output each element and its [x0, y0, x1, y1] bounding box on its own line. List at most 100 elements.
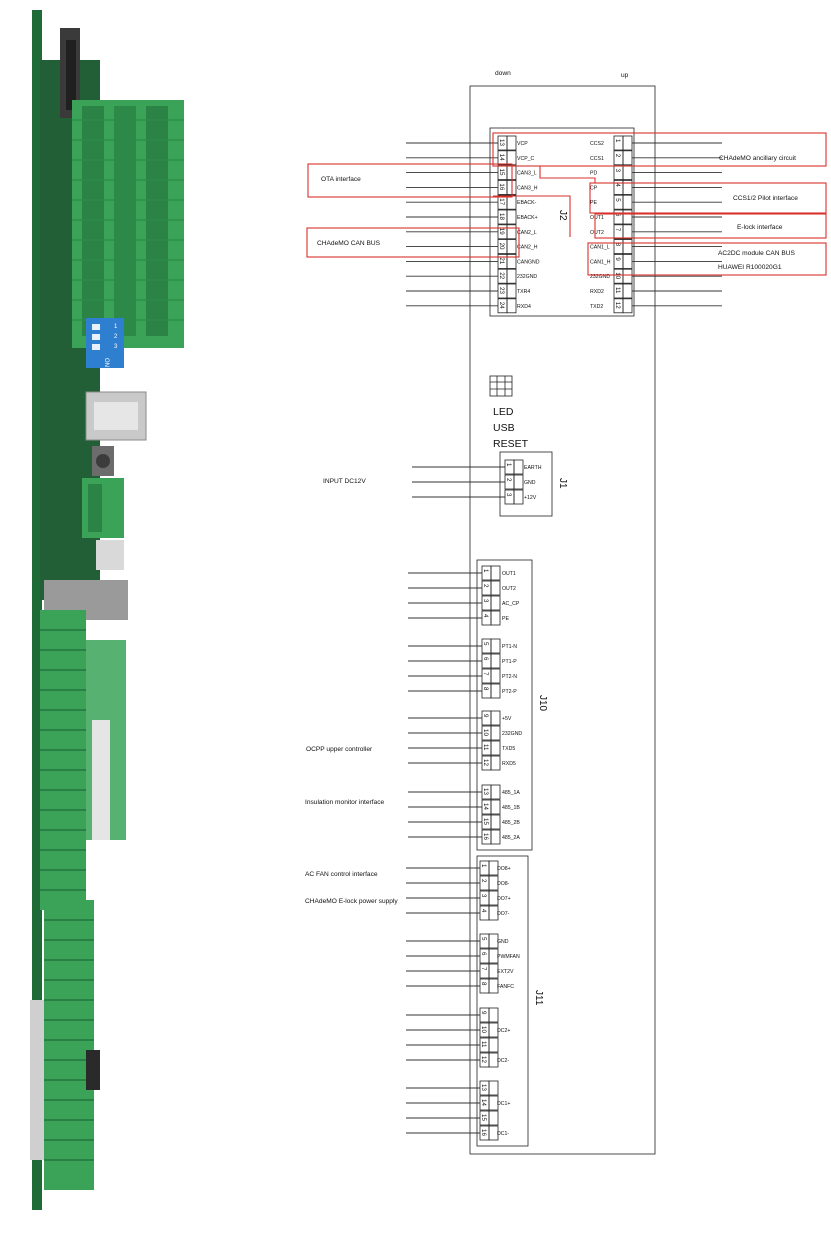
j10-label: J10 — [537, 695, 548, 712]
led-label: LED — [493, 406, 514, 418]
pin-signal: PE — [590, 200, 597, 206]
pin-number: 6 — [614, 213, 621, 217]
pin-number: 16 — [498, 183, 505, 190]
pin-number: 20 — [498, 243, 505, 250]
aux-connector-line — [539, 166, 596, 183]
box-chademo-aux — [492, 132, 827, 167]
pin-box — [488, 978, 499, 994]
pin-number: 2 — [482, 584, 489, 588]
pin-box — [490, 799, 501, 815]
pin-number: 18 — [498, 213, 505, 220]
pin-number: 15 — [480, 1114, 487, 1121]
pin-number: 1 — [505, 463, 512, 467]
pin-signal: CP — [590, 185, 598, 191]
pin-number: 4 — [480, 909, 487, 913]
pin-number: 13 — [480, 1084, 487, 1091]
pin-signal: CAN1_H — [590, 259, 611, 265]
terminal-screws-top — [82, 106, 168, 336]
pin-number: 5 — [480, 937, 487, 941]
pin-signal: OUT2 — [502, 586, 516, 592]
j2-right-pin-4: 4CP — [590, 179, 722, 195]
callout-chademo-can: CHAdeMO CAN BUS — [317, 240, 381, 247]
pin-box — [506, 283, 517, 299]
pin-signal: FANFC — [497, 984, 514, 990]
pin-box — [622, 224, 633, 240]
pin-signal: TXR4 — [517, 289, 530, 295]
pin-signal: 485_1A — [502, 790, 520, 796]
pin-number: 13 — [498, 139, 505, 146]
pin-number: 8 — [480, 982, 487, 986]
pin-box — [488, 1007, 499, 1023]
pin-box — [490, 725, 501, 741]
pin-number: 19 — [498, 228, 505, 235]
pin-number: 12 — [482, 759, 489, 766]
pin-box — [622, 150, 633, 166]
pin-signal: EARTH — [524, 465, 542, 471]
pin-signal: DC2+ — [497, 1028, 510, 1034]
pin-number: 3 — [480, 894, 487, 898]
pin-signal: OUT1 — [590, 215, 604, 221]
pin-number: 12 — [480, 1056, 487, 1063]
callout-ac2dc-1: AC2DC module CAN BUS — [718, 250, 796, 257]
pin-signal: EXT2V — [497, 969, 514, 975]
pin-box — [622, 194, 633, 210]
pin-signal: CCS2 — [590, 141, 604, 147]
pin-number: 7 — [482, 672, 489, 676]
pin-signal: 485_2B — [502, 820, 520, 826]
box-ccs-pilot — [589, 182, 827, 214]
pin-signal: 232GND — [517, 274, 537, 280]
pin-number: 24 — [498, 302, 505, 309]
pin-box — [488, 1095, 499, 1111]
pin-signal: DC1- — [497, 1131, 509, 1137]
pin-box — [490, 638, 501, 654]
board-outline — [469, 85, 656, 1155]
pin-number: 3 — [614, 169, 621, 173]
connector-j10: J10 — [476, 559, 548, 851]
j1-label: J1 — [557, 478, 568, 489]
pin-signal: CAN2_H — [517, 245, 538, 251]
callout-ac2dc-2: HUAWEI R100020G1 — [718, 264, 782, 271]
pin-number: 13 — [482, 788, 489, 795]
pin-box — [488, 905, 499, 921]
box-ac2dc — [587, 242, 827, 276]
j2-right-pin-5: 5PE — [590, 194, 722, 210]
pin-signal: PT2-P — [502, 689, 517, 695]
pin-box — [488, 963, 499, 979]
pin-signal: CANGND — [517, 259, 540, 265]
pin-box — [490, 610, 501, 626]
pin-signal: 232GND — [502, 731, 522, 737]
pin-box — [488, 1110, 499, 1126]
pin-number: 21 — [498, 257, 505, 264]
pin-box — [488, 1052, 499, 1068]
pin-signal: CAN3_L — [517, 171, 537, 177]
pin-box — [506, 268, 517, 284]
pin-box — [622, 268, 633, 284]
pin-signal: PD — [590, 171, 597, 177]
j10-pin-4: 4PE — [408, 610, 509, 626]
callout-boxes — [306, 132, 827, 276]
connector-j2: J2 — [489, 127, 635, 317]
pin-number: 2 — [505, 478, 512, 482]
pin-box — [506, 150, 517, 166]
reset-label: RESET — [493, 438, 529, 450]
j10-pin-3: 3AC_CP — [408, 595, 520, 611]
dip-num-2: 2 — [114, 334, 118, 340]
pin-box — [622, 209, 633, 225]
